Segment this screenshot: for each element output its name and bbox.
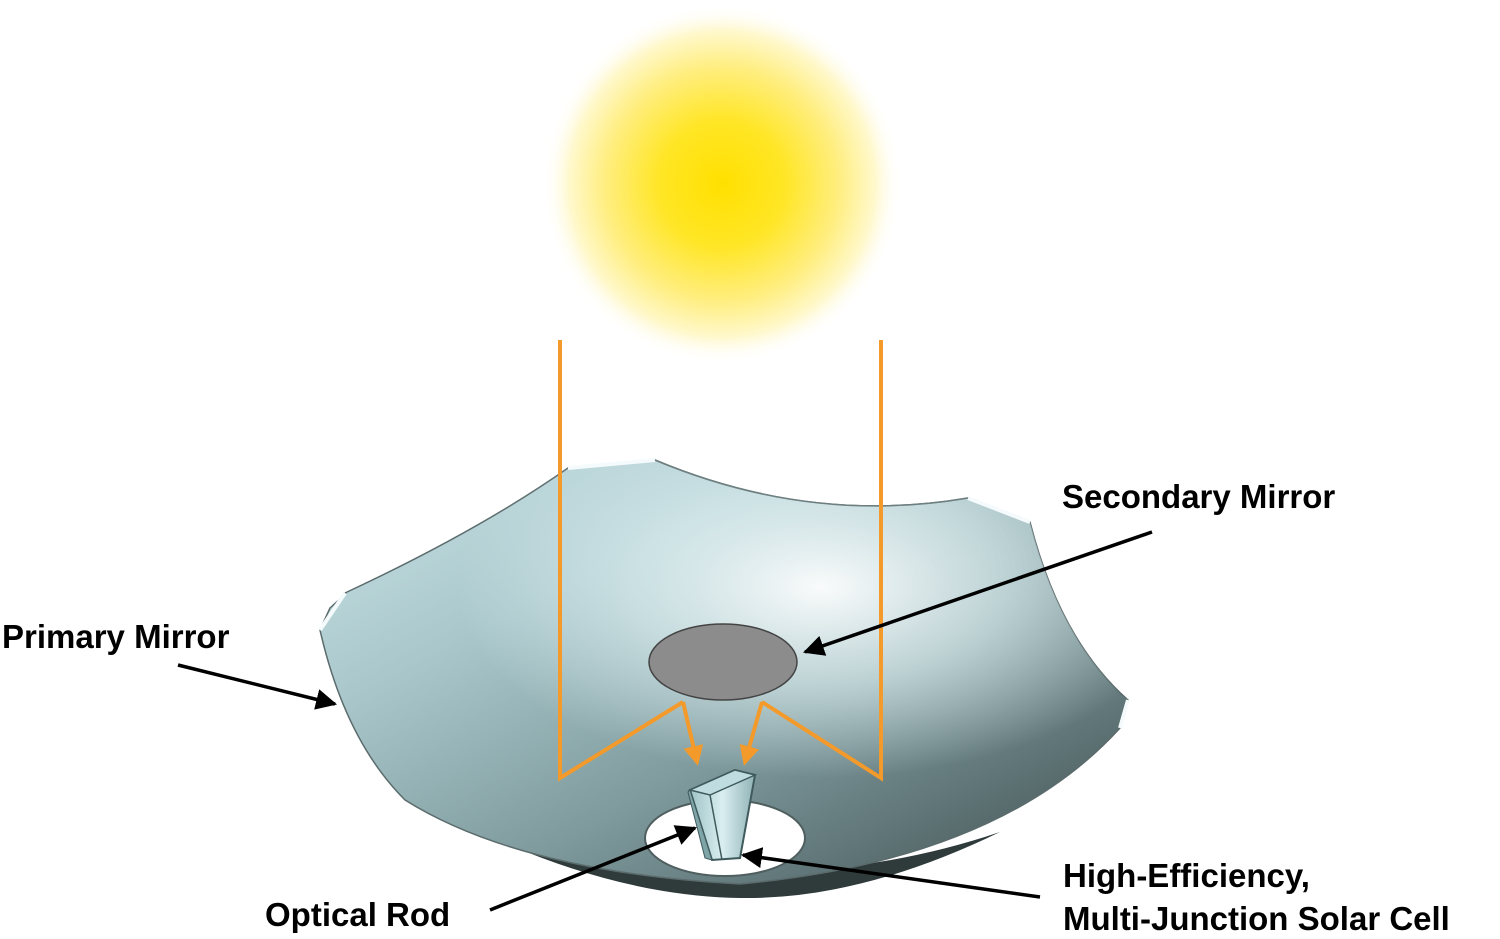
label-solar-cell-line2: Multi-Junction Solar Cell: [1063, 900, 1450, 937]
label-optical-rod: Optical Rod: [265, 896, 450, 933]
label-secondary-mirror: Secondary Mirror: [1062, 478, 1335, 515]
secondary-mirror: [648, 623, 798, 701]
reflected-ray-left: [681, 701, 704, 766]
label-solar-cell-line1: High-Efficiency,: [1063, 857, 1310, 894]
pointer-secondary-mirror: [803, 530, 1153, 656]
incoming-ray-right: [760, 340, 883, 782]
pointer-optical-rod: [489, 825, 697, 912]
pointer-solar-cell: [740, 847, 1041, 899]
pointer-primary-mirror: [177, 663, 338, 710]
reflected-ray-right: [739, 701, 764, 766]
optical-rod: [687, 768, 758, 862]
mirror-rim-outline: [654, 459, 969, 507]
pointers: [177, 530, 1153, 912]
mirror-base-shadow: [440, 812, 1000, 899]
light-rays: [558, 340, 883, 782]
label-primary-mirror: Primary Mirror: [2, 618, 230, 655]
mirror-rim: [318, 458, 1130, 729]
sun: [542, 4, 902, 364]
incoming-ray-left: [558, 340, 685, 782]
